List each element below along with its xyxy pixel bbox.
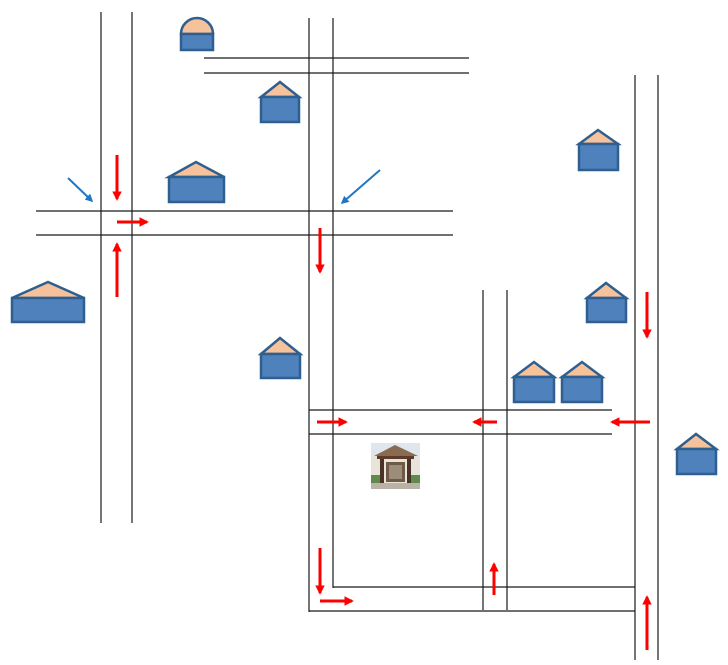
- pointer-arrow-icon: [67, 177, 94, 203]
- road-north-horizontal: [204, 57, 469, 74]
- road-central-vertical: [308, 18, 334, 612]
- house-icon: [575, 128, 622, 172]
- house-icon: [558, 360, 606, 404]
- traffic-arrows: [112, 155, 652, 650]
- shrine-gate-photo-icon[interactable]: [371, 443, 420, 489]
- house-icon: [10, 280, 86, 324]
- dome-building-icon: [179, 16, 215, 52]
- road-south-horizontal: [309, 586, 635, 612]
- pointer-arrows: [67, 169, 381, 205]
- pointer-arrow-icon: [340, 169, 381, 205]
- road-middle-vertical: [482, 290, 508, 610]
- house-icon: [673, 432, 720, 476]
- road-east-vertical: [634, 75, 659, 660]
- house-icon: [164, 160, 226, 204]
- house-icon: [257, 336, 304, 380]
- road-west-horizontal: [36, 210, 453, 236]
- house-icon: [583, 281, 630, 324]
- road-west-vertical: [100, 12, 133, 523]
- house-icon: [257, 80, 303, 124]
- road-middle-horizontal: [309, 409, 612, 435]
- house-icon: [510, 360, 558, 404]
